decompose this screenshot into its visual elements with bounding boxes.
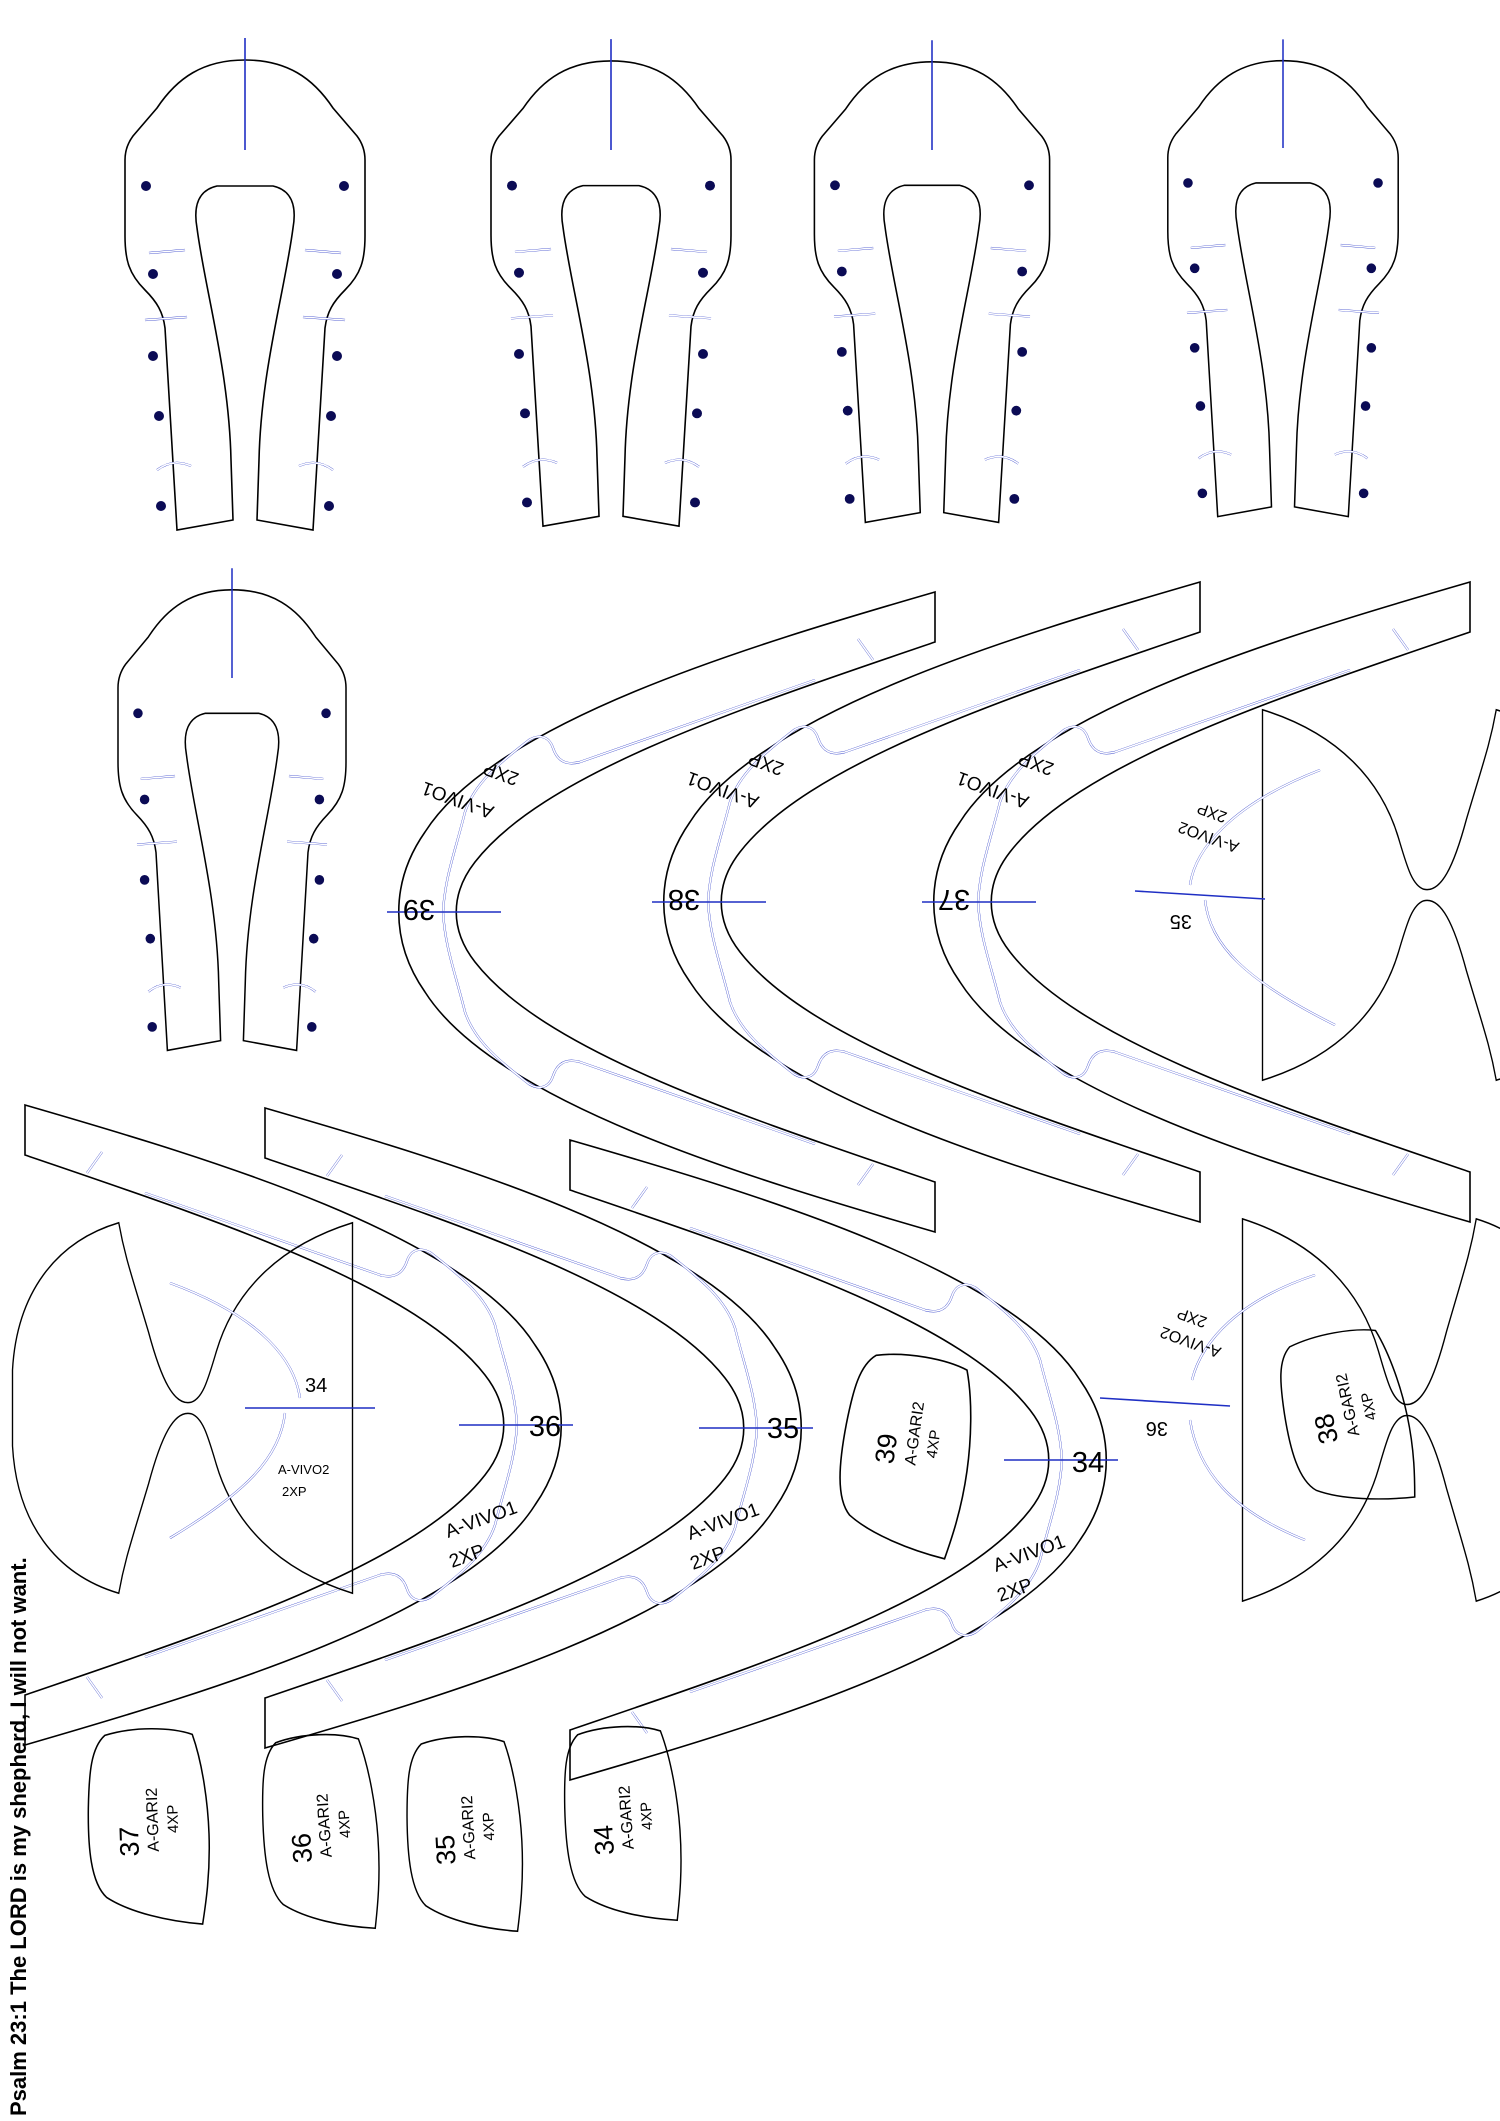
upper-piece bbox=[489, 38, 733, 528]
arc-piece-34 bbox=[11, 1221, 375, 1595]
upper-piece bbox=[813, 39, 1051, 524]
svg-text:4XP: 4XP bbox=[1358, 1391, 1381, 1422]
svg-text:4XP: 4XP bbox=[480, 1812, 498, 1841]
pad-39: 39 A-GARI2 4XP bbox=[828, 1346, 983, 1562]
svg-text:4XP: 4XP bbox=[924, 1429, 945, 1459]
svg-text:A-GARI2: A-GARI2 bbox=[616, 1785, 637, 1850]
arc-34-qty: 2XP bbox=[282, 1484, 307, 1499]
band-piece-36 bbox=[23, 1103, 575, 1747]
upper-piece bbox=[1166, 38, 1400, 518]
upper-piece bbox=[116, 567, 348, 1052]
svg-text:37: 37 bbox=[114, 1826, 145, 1857]
pad-35: 35 A-GARI2 4XP bbox=[401, 1733, 528, 1938]
svg-text:4XP: 4XP bbox=[638, 1801, 657, 1830]
svg-text:39: 39 bbox=[869, 1432, 903, 1466]
svg-text:39: 39 bbox=[403, 893, 435, 925]
arc-piece-35: 35 A-VIVO2 2XP bbox=[1134, 708, 1500, 1082]
band-34-qty: 2XP bbox=[995, 1575, 1036, 1607]
verse-text: Psalm 23:1 The LORD is my shepherd, I wi… bbox=[6, 1557, 31, 2116]
arc-34-number: 34 bbox=[305, 1375, 327, 1397]
band-34-number: 34 bbox=[1072, 1447, 1104, 1479]
svg-text:A-GARI2: A-GARI2 bbox=[314, 1793, 335, 1858]
svg-text:34: 34 bbox=[588, 1824, 620, 1856]
band-piece-34 bbox=[568, 1138, 1120, 1782]
arc-piece-36: 36 A-VIVO2 2XP bbox=[1099, 1218, 1500, 1602]
svg-text:35: 35 bbox=[430, 1834, 462, 1866]
svg-text:38: 38 bbox=[1309, 1411, 1345, 1447]
pad-34: 34 A-GARI2 4XP bbox=[557, 1722, 688, 1929]
svg-text:A-GARI2: A-GARI2 bbox=[459, 1795, 479, 1860]
svg-text:2XP: 2XP bbox=[1175, 1304, 1209, 1330]
arc-34-code: A-VIVO2 bbox=[278, 1462, 329, 1477]
band-36-code: A-VIVO1 bbox=[443, 1497, 521, 1542]
svg-text:A-VIVO2: A-VIVO2 bbox=[1176, 818, 1241, 856]
svg-text:37: 37 bbox=[938, 883, 970, 915]
upper-piece bbox=[123, 36, 367, 532]
band-36-number: 36 bbox=[529, 1411, 561, 1443]
svg-text:4XP: 4XP bbox=[336, 1809, 355, 1838]
band-piece-37: 37 A-VIVO1 2XP bbox=[920, 580, 1472, 1224]
pad-38: 38 A-GARI2 4XP bbox=[1268, 1320, 1425, 1521]
svg-text:4XP: 4XP bbox=[164, 1804, 182, 1833]
svg-text:36: 36 bbox=[286, 1832, 318, 1864]
svg-text:A-VIVO1: A-VIVO1 bbox=[419, 777, 497, 822]
svg-text:A-GARI2: A-GARI2 bbox=[144, 1787, 163, 1852]
band-35-number: 35 bbox=[767, 1413, 799, 1445]
svg-text:36: 36 bbox=[1146, 1417, 1168, 1439]
pad-37: 37 A-GARI2 4XP bbox=[84, 1725, 213, 1929]
svg-text:A-VIVO1: A-VIVO1 bbox=[684, 767, 762, 812]
svg-text:A-VIVO1: A-VIVO1 bbox=[954, 767, 1032, 812]
svg-text:38: 38 bbox=[668, 883, 700, 915]
pad-36: 36 A-GARI2 4XP bbox=[255, 1730, 386, 1937]
svg-text:2XP: 2XP bbox=[1195, 799, 1229, 825]
band-piece-39: 39 A-VIVO1 2XP bbox=[385, 590, 937, 1234]
svg-text:A-VIVO2: A-VIVO2 bbox=[1158, 1323, 1223, 1361]
svg-text:35: 35 bbox=[1170, 910, 1192, 932]
